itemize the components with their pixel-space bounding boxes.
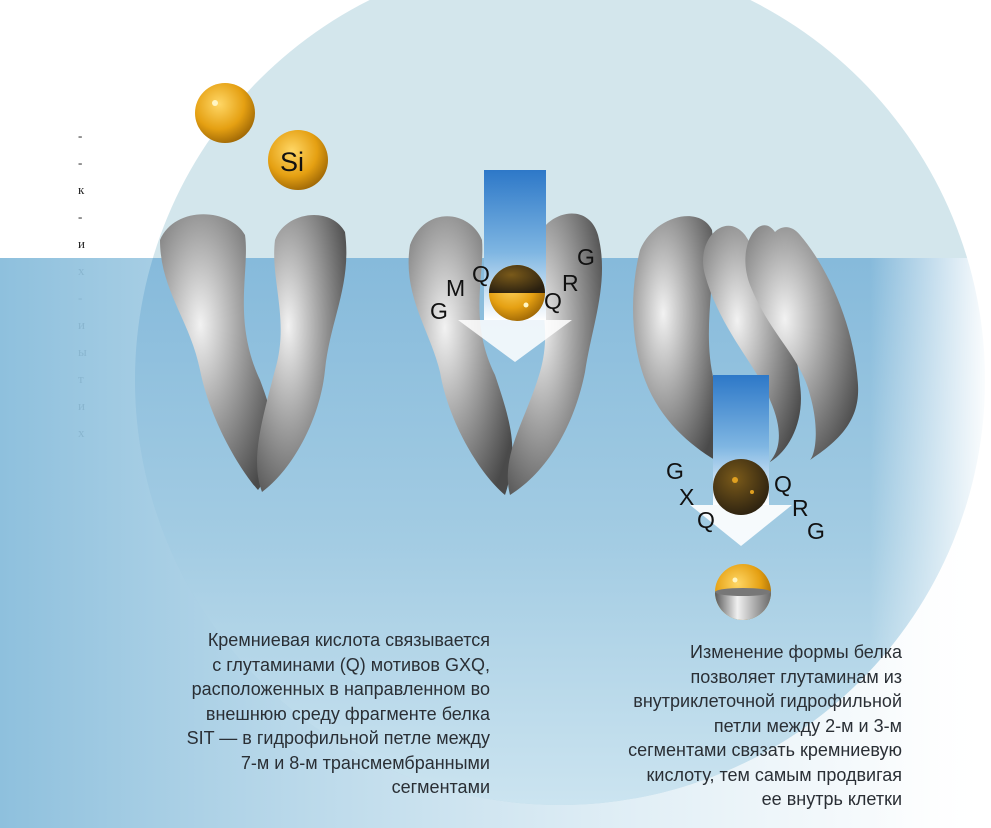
silicic-acid-internalized — [715, 564, 771, 620]
caption-right: Изменение формы белка позволяет глутамин… — [470, 640, 902, 812]
motif-letter: X — [679, 484, 694, 510]
motif-letter: M — [446, 275, 465, 301]
motif-letter: Q — [544, 288, 562, 314]
silicic-acid-bound-right — [713, 459, 769, 515]
si-label: Si — [280, 147, 304, 177]
caption-line: с глутаминами (Q) мотивов GXQ, — [60, 653, 490, 678]
motif-letter: G — [577, 244, 595, 270]
caption-line: внутриклеточной гидрофильной — [470, 689, 902, 714]
caption-line: позволяет глутаминам из — [470, 665, 902, 690]
silicic-acid-bound-middle — [489, 265, 545, 321]
caption-line: сегментами — [60, 775, 490, 800]
caption-line: SIT — в гидрофильной петле между — [60, 726, 490, 751]
caption-line: расположенных в направленном во — [60, 677, 490, 702]
motif-letter: Q — [697, 507, 715, 533]
motif-letter: G — [430, 298, 448, 324]
caption-line: Кремниевая кислота связывается — [60, 628, 490, 653]
motif-letter: Q — [774, 471, 792, 497]
caption-line: сегментами связать кремниевую — [470, 738, 902, 763]
motif-letter: G — [807, 518, 825, 544]
motif-letter: R — [562, 270, 579, 296]
motif-letter: Q — [472, 261, 490, 287]
motif-letter: G — [666, 458, 684, 484]
caption-line: петли между 2-м и 3-м — [470, 714, 902, 739]
caption-line: внешнюю среду фрагменте белка — [60, 702, 490, 727]
caption-left: Кремниевая кислота связывается с глутами… — [60, 628, 490, 800]
caption-line: кислоту, тем самым продвигая — [470, 763, 902, 788]
caption-line: 7-м и 8-м трансмембранными — [60, 751, 490, 776]
caption-line: ее внутрь клетки — [470, 787, 902, 812]
caption-line: Изменение формы белка — [470, 640, 902, 665]
